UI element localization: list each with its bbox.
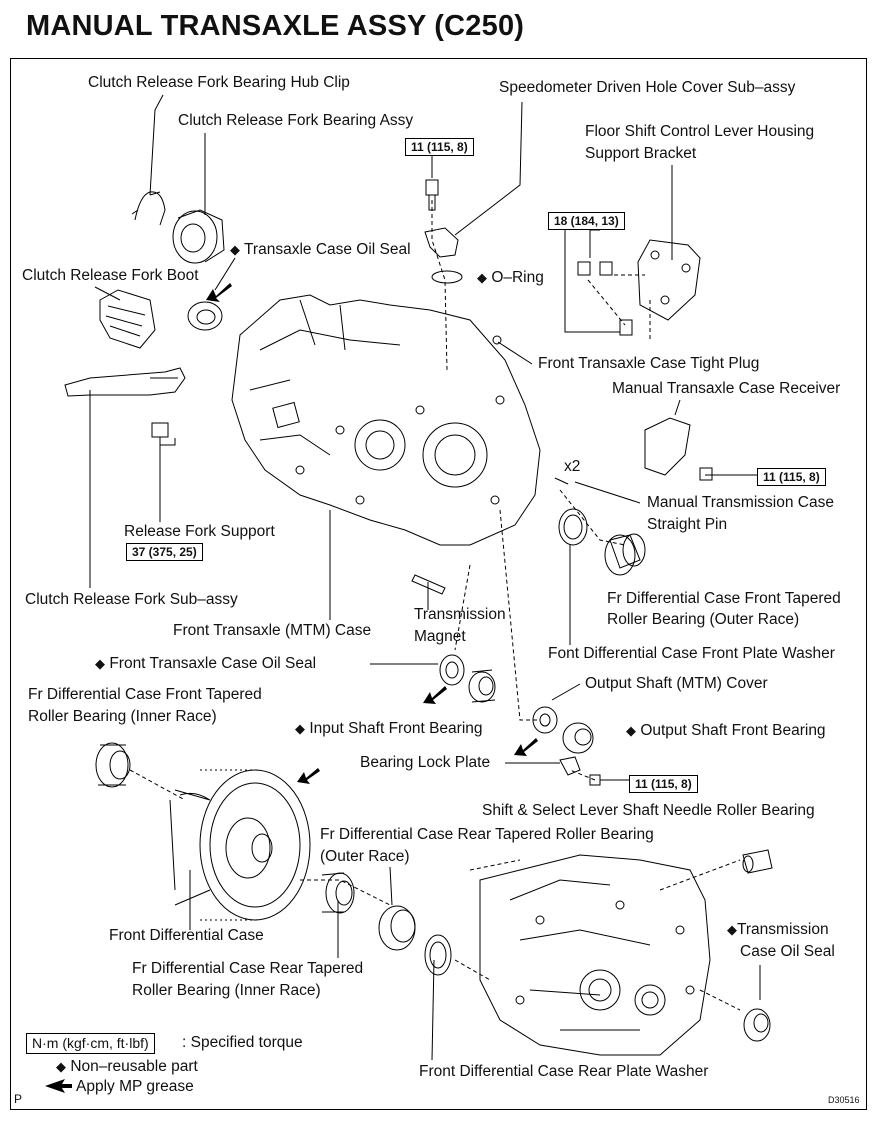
label-rear-inner-race-line1: Fr Differential Case Rear Tapered [132, 960, 364, 977]
label-straight-pin-line2: Straight Pin [647, 516, 728, 533]
torque-receiver: 11 (115, 8) [757, 468, 826, 486]
label-floor-shift-line1: Floor Shift Control Lever Housing [585, 123, 815, 140]
label-trans-oil-seal-line1: ◆Transmission [727, 919, 829, 941]
torque-speedo-leader [410, 152, 433, 178]
label-case-receiver: Manual Transaxle Case Receiver [612, 380, 841, 397]
non-reusable-marker: ◆ [230, 242, 240, 257]
label-rear-plate-washer: Front Differential Case Rear Plate Washe… [419, 1063, 709, 1080]
label-speedo-cover: Speedometer Driven Hole Cover Sub–assy [499, 79, 796, 96]
torque-bracket: 18 (184, 13) [548, 212, 625, 230]
label-o-ring: ◆ O–Ring [477, 267, 544, 289]
page-mark: P [14, 1092, 23, 1106]
leader-hub-clip [149, 94, 164, 196]
label-trans-oil-seal-line2: Case Oil Seal [740, 943, 835, 960]
label-mtm-case: Front Transaxle (MTM) Case [173, 622, 372, 639]
label-floor-shift-line2: Support Bracket [585, 145, 697, 162]
label-o-ring-text: O–Ring [491, 269, 544, 286]
label-magnet-line2: Magnet [414, 628, 466, 645]
diagram-frame [10, 58, 867, 1110]
label-fork-support: Release Fork Support [124, 523, 275, 540]
torque-bracket-leader [564, 220, 620, 333]
leader-case-receiver [674, 399, 681, 416]
leader-fork-boot [94, 286, 121, 301]
non-reusable-marker: ◆ [626, 723, 636, 738]
non-reusable-marker: ◆ [95, 656, 105, 671]
label-rear-outer-race-line1: Fr Differential Case Rear Tapered Roller… [320, 826, 654, 843]
torque-bracket-leader2 [589, 229, 600, 258]
non-reusable-marker: ◆ [727, 922, 737, 937]
label-magnet-line1: Transmission [414, 606, 506, 623]
label-rear-outer-race-line2: (Outer Race) [320, 848, 410, 865]
leader-straight-pin [574, 481, 641, 504]
legend-non-reusable-text: Non–reusable part [70, 1058, 198, 1075]
legend-non-reusable: ◆ Non–reusable part [56, 1056, 198, 1078]
label-front-diff-case: Front Differential Case [109, 927, 264, 944]
legend-grease: Apply MP grease [76, 1078, 194, 1095]
legend-torque-unit: N·m (kgf·cm, ft·lbf) [26, 1033, 155, 1054]
label-hub-clip: Clutch Release Fork Bearing Hub Clip [88, 74, 350, 91]
non-reusable-marker: ◆ [295, 721, 305, 736]
label-fork-boot: Clutch Release Fork Boot [22, 267, 199, 284]
label-front-case-oil-seal-text: Front Transaxle Case Oil Seal [109, 655, 317, 672]
label-x2: x2 [564, 458, 581, 475]
torque-lock-plate: 11 (115, 8) [629, 775, 698, 793]
leader-output-cover [551, 683, 581, 701]
label-input-bearing: ◆ Input Shaft Front Bearing [295, 718, 483, 740]
label-front-case-oil-seal: ◆ Front Transaxle Case Oil Seal [95, 653, 316, 675]
label-front-plate-washer: Font Differential Case Front Plate Washe… [548, 645, 835, 662]
label-trans-oil-seal-text: Transmission [737, 921, 829, 938]
non-reusable-marker: ◆ [477, 270, 487, 285]
leader-tight-plug [497, 341, 533, 365]
label-case-oil-seal-text: Transaxle Case Oil Seal [244, 241, 411, 258]
label-tight-plug: Front Transaxle Case Tight Plug [538, 355, 760, 372]
page-title: MANUAL TRANSAXLE ASSY (C250) [26, 10, 525, 42]
label-lock-plate: Bearing Lock Plate [360, 754, 491, 771]
label-fr-inner-race-line2: Roller Bearing (Inner Race) [28, 708, 217, 725]
label-fr-inner-race-line1: Fr Differential Case Front Tapered [28, 686, 262, 703]
label-needle-bearing: Shift & Select Lever Shaft Needle Roller… [482, 802, 815, 819]
label-input-bearing-text: Input Shaft Front Bearing [309, 720, 483, 737]
label-fr-outer-race-line2: Roller Bearing (Outer Race) [607, 611, 800, 628]
leader-rear-outer-race [389, 866, 393, 906]
leader-rear-plate-washer [431, 959, 435, 1061]
label-output-bearing-text: Output Shaft Front Bearing [640, 722, 826, 739]
label-rear-inner-race-line2: Roller Bearing (Inner Race) [132, 982, 321, 999]
torque-fork-support: 37 (375, 25) [126, 543, 203, 561]
non-reusable-marker: ◆ [56, 1059, 66, 1074]
label-fr-outer-race-line1: Fr Differential Case Front Tapered [607, 590, 841, 607]
label-case-oil-seal: ◆ Transaxle Case Oil Seal [230, 239, 411, 261]
leader-case-oil-seal [214, 257, 236, 291]
torque-speedo: 11 (115, 8) [405, 138, 474, 156]
label-bearing-assy: Clutch Release Fork Bearing Assy [178, 112, 414, 129]
label-output-cover: Output Shaft (MTM) Cover [585, 675, 768, 692]
leader-speedo-cover [454, 101, 523, 236]
label-output-bearing: ◆ Output Shaft Front Bearing [626, 720, 826, 742]
label-straight-pin-line1: Manual Transmission Case [647, 494, 834, 511]
figure-code: D30516 [828, 1095, 860, 1105]
label-fork-sub: Clutch Release Fork Sub–assy [25, 591, 238, 608]
legend-torque-desc: : Specified torque [182, 1034, 303, 1051]
